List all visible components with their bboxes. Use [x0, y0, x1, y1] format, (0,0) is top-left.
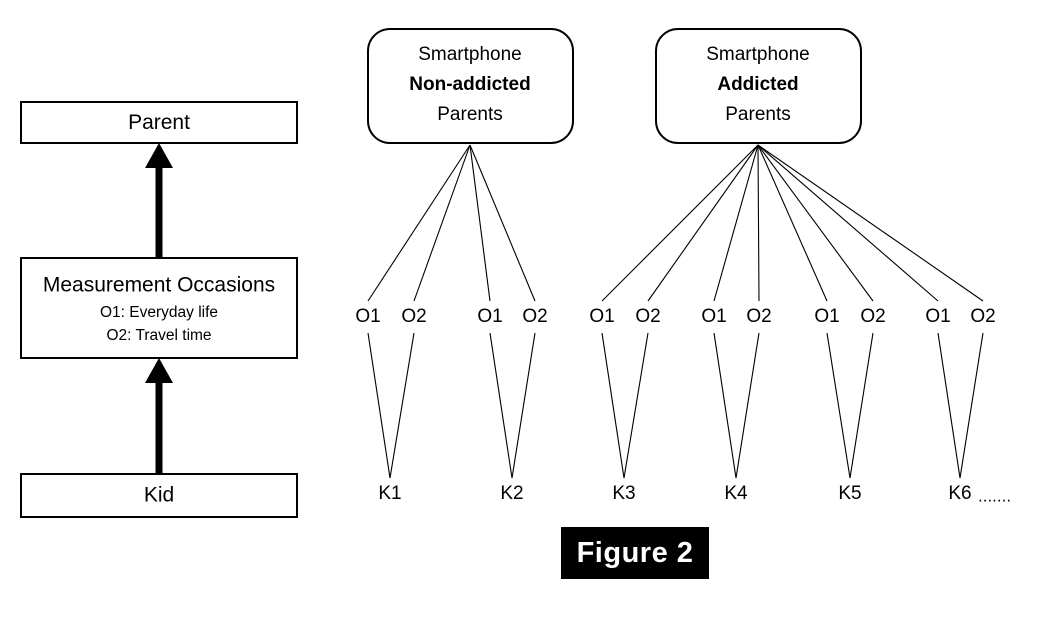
occasion-label-k2-o2: O2 — [522, 306, 547, 327]
box-kid-rect — [20, 473, 298, 518]
group-non-addicted-line1: Smartphone — [418, 44, 522, 65]
figure-caption-badge: Figure 2 — [561, 527, 709, 579]
box-measurement-occasions-subline-1: O1: Everyday life — [100, 304, 218, 321]
kid-label-k2: K2 — [500, 483, 523, 504]
group-addicted-line2: Addicted — [717, 74, 798, 95]
occasion-label-k6-o2: O2 — [970, 306, 995, 327]
group-addicted: Smartphone Addicted Parents O1 O2 O1 O2 … — [589, 28, 1011, 505]
arrow-head-up-icon — [145, 143, 173, 168]
occasion-label-k4-o2: O2 — [746, 306, 771, 327]
box-measurement-occasions-subline-2: O2: Travel time — [106, 327, 211, 344]
kid-label-k3: K3 — [612, 483, 635, 504]
group-addicted-box — [655, 28, 862, 144]
box-measurement-occasions-title: Measurement Occasions — [43, 274, 275, 297]
group-non-addicted-line3: Parents — [437, 104, 502, 125]
occasion-label-k5-o2: O2 — [860, 306, 885, 327]
box-measurement-occasions: Measurement Occasions O1: Everyday life … — [20, 257, 298, 359]
occasion-label-k3-o2: O2 — [635, 306, 660, 327]
box-parent-rect — [20, 101, 298, 144]
edges-addicted-group-to-occasions — [601, 144, 984, 302]
group-non-addicted: Smartphone Non-addicted Parents O1 O2 O1… — [355, 28, 574, 504]
occasion-label-k3-o1: O1 — [589, 306, 614, 327]
occasion-label-k1-o2: O2 — [401, 306, 426, 327]
group-addicted-line1: Smartphone — [706, 44, 810, 65]
arrow-kid-to-measurement — [145, 358, 173, 473]
arrow-measurement-to-parent — [145, 143, 173, 257]
arrow-head-up-icon — [145, 358, 173, 383]
kid-label-k6: K6 — [948, 483, 971, 504]
box-parent-title: Parent — [128, 111, 190, 134]
box-measurement-occasions-rect — [20, 257, 298, 359]
left-panel: Parent Measurement Occasions O1: Everyda… — [20, 101, 298, 518]
continuation-ellipsis: ....... — [978, 486, 1011, 505]
box-parent: Parent — [20, 101, 298, 144]
occasion-label-k4-o1: O1 — [701, 306, 726, 327]
occasion-label-k5-o1: O1 — [814, 306, 839, 327]
edges-occasions-to-kid-k4 — [713, 332, 760, 479]
edges-occasions-to-kid-k3 — [601, 332, 649, 479]
edges-occasions-to-kid-k6 — [937, 332, 984, 479]
box-kid: Kid — [20, 473, 298, 518]
box-kid-title: Kid — [144, 484, 174, 507]
kid-label-k5: K5 — [838, 483, 861, 504]
edges-occasions-to-kid-k1 — [367, 332, 415, 479]
occasion-label-k1-o1: O1 — [355, 306, 380, 327]
kid-label-k1: K1 — [378, 483, 401, 504]
occasion-label-k6-o1: O1 — [925, 306, 950, 327]
edges-occasions-to-kid-k5 — [826, 332, 874, 479]
group-non-addicted-box — [367, 28, 574, 144]
edges-occasions-to-kid-k2 — [489, 332, 536, 479]
edges-non-addicted-group-to-occasions — [367, 144, 536, 302]
figure-caption-text: Figure 2 — [576, 536, 694, 569]
group-non-addicted-line2: Non-addicted — [409, 74, 530, 95]
kid-label-k4: K4 — [724, 483, 748, 504]
group-addicted-line3: Parents — [725, 104, 790, 125]
occasion-label-k2-o1: O1 — [477, 306, 502, 327]
